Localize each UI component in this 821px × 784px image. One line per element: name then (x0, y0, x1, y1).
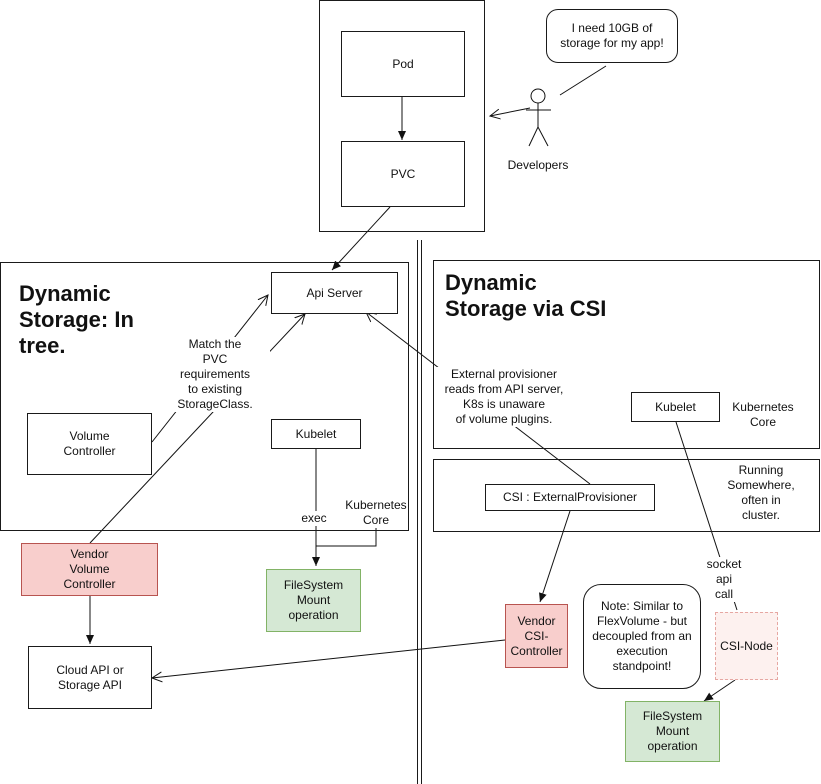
kubernetes-core-label-right: Kubernetes Core (732, 400, 794, 429)
csi-running-frame (433, 459, 820, 532)
kubelet-label-left: Kubelet (295, 426, 337, 441)
csi-external-provisioner-box[interactable]: CSI : ExternalProvisioner (485, 484, 655, 511)
kubelet-box-right[interactable]: Kubelet (631, 392, 720, 422)
csi-node-to-mount-arrow (703, 679, 736, 702)
flexvolume-note-text: Note: Similar to FlexVolume - but decoup… (592, 599, 692, 673)
pod-frame (319, 0, 485, 232)
socket-api-call-note: socket api call (700, 557, 748, 602)
csi-core-frame (433, 260, 820, 449)
in-tree-title: Dynamic Storage: In tree. (19, 281, 134, 358)
cloud-api-label: Cloud API or Storage API (56, 662, 124, 692)
exec-label: exec (294, 511, 334, 526)
csi-node-box[interactable]: CSI-Node (715, 612, 778, 680)
speech-bubble: I need 10GB of storage for my app! (546, 9, 678, 63)
section-divider-left (417, 240, 418, 784)
vendor-csi-controller-box[interactable]: Vendor CSI- Controller (505, 604, 568, 668)
pvc-label: PVC (390, 166, 416, 181)
api-server-box[interactable]: Api Server (271, 272, 398, 314)
vendor-csi-controller-label: Vendor CSI- Controller (510, 613, 563, 658)
provisioner-to-vendor-csi-arrow (539, 510, 571, 603)
speech-text: I need 10GB of storage for my app! (560, 21, 664, 50)
csi-title: Dynamic Storage via CSI (445, 270, 607, 321)
filesystem-mount-box-left[interactable]: FileSystem Mount operation (266, 569, 361, 632)
pod-box[interactable]: Pod (341, 31, 465, 97)
kubernetes-core-link (316, 528, 377, 547)
kubelet-label-right: Kubelet (655, 399, 696, 414)
filesystem-mount-label-right: FileSystem Mount operation (642, 709, 703, 753)
kubernetes-core-label-left: Kubernetes Core (345, 498, 407, 527)
developer-person-icon (526, 88, 551, 147)
vendor-csi-to-cloud-api-arrow (152, 639, 506, 678)
match-pvc-note: Match the PVC requirements to existing S… (160, 337, 270, 412)
vendor-volume-controller-box[interactable]: Vendor Volume Controller (21, 543, 158, 596)
flexvolume-note-box: Note: Similar to FlexVolume - but decoup… (583, 584, 701, 689)
csi-external-provisioner-label: CSI : ExternalProvisioner (502, 490, 638, 504)
kubelet-box-left[interactable]: Kubelet (271, 419, 361, 449)
in-tree-frame (0, 262, 409, 531)
developer-to-frame-arrow (490, 107, 531, 116)
section-divider-right (421, 240, 422, 784)
filesystem-mount-box-right[interactable]: FileSystem Mount operation (625, 701, 720, 762)
vendor-volume-controller-label: Vendor Volume Controller (63, 547, 116, 591)
volume-controller-box[interactable]: Volume Controller (27, 413, 152, 475)
pvc-box[interactable]: PVC (341, 141, 465, 207)
running-somewhere-note: Running Somewhere, often in cluster. (727, 463, 795, 522)
csi-node-label: CSI-Node (720, 638, 773, 653)
external-provisioner-note: External provisioner reads from API serv… (436, 367, 572, 427)
volume-controller-label: Volume Controller (63, 429, 116, 458)
frame-to-api-server-arrow (331, 206, 391, 271)
api-server-label: Api Server (306, 285, 363, 300)
developers-label: Developers (507, 158, 569, 172)
cloud-api-box[interactable]: Cloud API or Storage API (28, 646, 152, 709)
filesystem-mount-label-left: FileSystem Mount operation (283, 578, 344, 622)
pod-label: Pod (392, 56, 414, 71)
speech-tail (559, 65, 607, 96)
